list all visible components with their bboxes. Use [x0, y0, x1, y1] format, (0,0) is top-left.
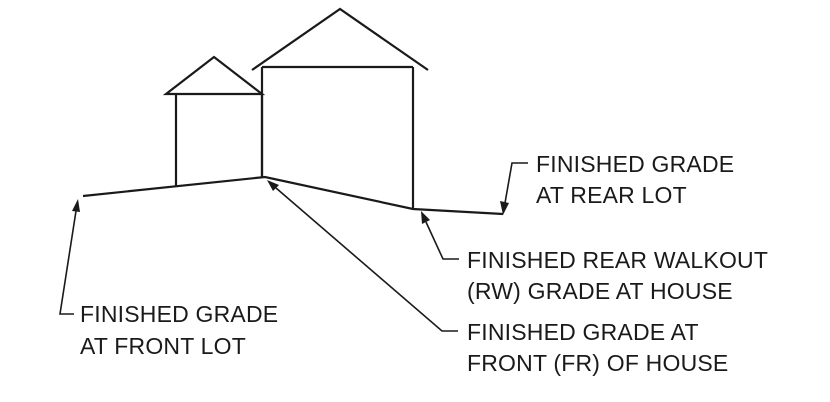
- label-rear-walkout-line2: (RW) GRADE AT HOUSE: [467, 278, 733, 304]
- leader-front-lot: [59, 199, 80, 315]
- large-house-roof: [251, 7, 429, 71]
- label-front-lot-line1: FINISHED GRADE: [80, 301, 278, 327]
- leader-rear-lot: [500, 162, 528, 215]
- label-front-house-line1: FINISHED GRADE AT: [467, 319, 699, 345]
- leader-front-house: [267, 180, 458, 332]
- grade-line: [82, 175, 504, 216]
- leader-rear-walkout: [421, 211, 459, 260]
- arrow-rear-lot: [500, 201, 509, 215]
- small-house-walls: [174, 94, 264, 187]
- arrow-front-lot: [72, 199, 80, 212]
- small-house-roof: [162, 55, 266, 96]
- label-rear-lot-line2: AT REAR LOT: [536, 182, 687, 208]
- label-rear-walkout-line1: FINISHED REAR WALKOUT: [467, 247, 768, 273]
- label-front-lot-line2: AT FRONT LOT: [80, 333, 246, 359]
- arrow-rear-walkout: [421, 211, 430, 224]
- label-front-house-line2: FRONT (FR) OF HOUSE: [467, 350, 728, 376]
- small-house: [162, 55, 266, 187]
- label-rear-lot-line1: FINISHED GRADE: [536, 151, 734, 177]
- large-house: [251, 7, 429, 209]
- large-house-walls: [260, 67, 415, 209]
- arrow-front-house: [267, 180, 279, 191]
